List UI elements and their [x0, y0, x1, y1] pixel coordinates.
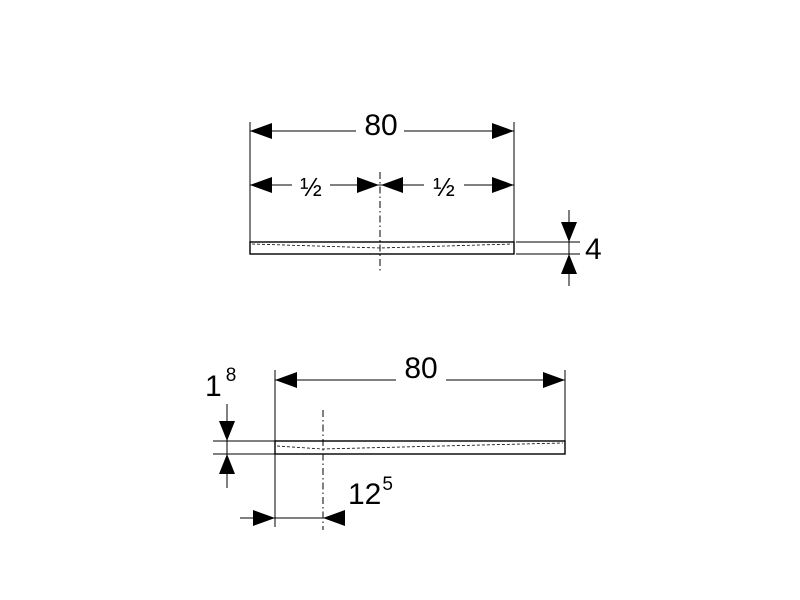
top-thickness-label: 4: [585, 233, 602, 266]
top-total-width-label: 80: [364, 109, 397, 142]
side-length-label: 80: [404, 352, 437, 385]
top-arrow-half-1: [250, 177, 272, 193]
side-offset-label: 125: [348, 474, 393, 511]
top-arrow-thickness-up: [561, 254, 577, 274]
side-arrow-80-left: [275, 372, 297, 388]
side-height-main: 1: [205, 370, 222, 403]
side-offset-sup: 5: [382, 474, 393, 495]
top-arrow-half-4: [492, 177, 514, 193]
top-plate: [249, 241, 515, 255]
top-left-half-label: ½: [300, 172, 322, 202]
top-plate-slope-line: [251, 243, 513, 249]
top-view: 80 ½ ½ 4: [249, 109, 602, 286]
side-height-sup: 8: [226, 365, 237, 386]
side-arrow-height-down: [219, 421, 235, 441]
side-plate-slope-line: [276, 442, 564, 450]
top-arrow-half-3: [381, 177, 403, 193]
top-arrow-80-left: [250, 123, 272, 139]
side-arrow-height-up: [219, 454, 235, 474]
top-arrow-half-2: [357, 177, 379, 193]
top-right-half-label: ½: [433, 172, 455, 202]
top-arrow-80-right: [492, 123, 514, 139]
side-arrow-offset-right: [323, 510, 345, 526]
side-arrow-offset-left: [253, 510, 275, 526]
side-plate: [274, 440, 566, 455]
side-arrow-80-right: [543, 372, 565, 388]
top-arrow-thickness-down: [561, 222, 577, 242]
side-offset-main: 12: [348, 478, 381, 511]
